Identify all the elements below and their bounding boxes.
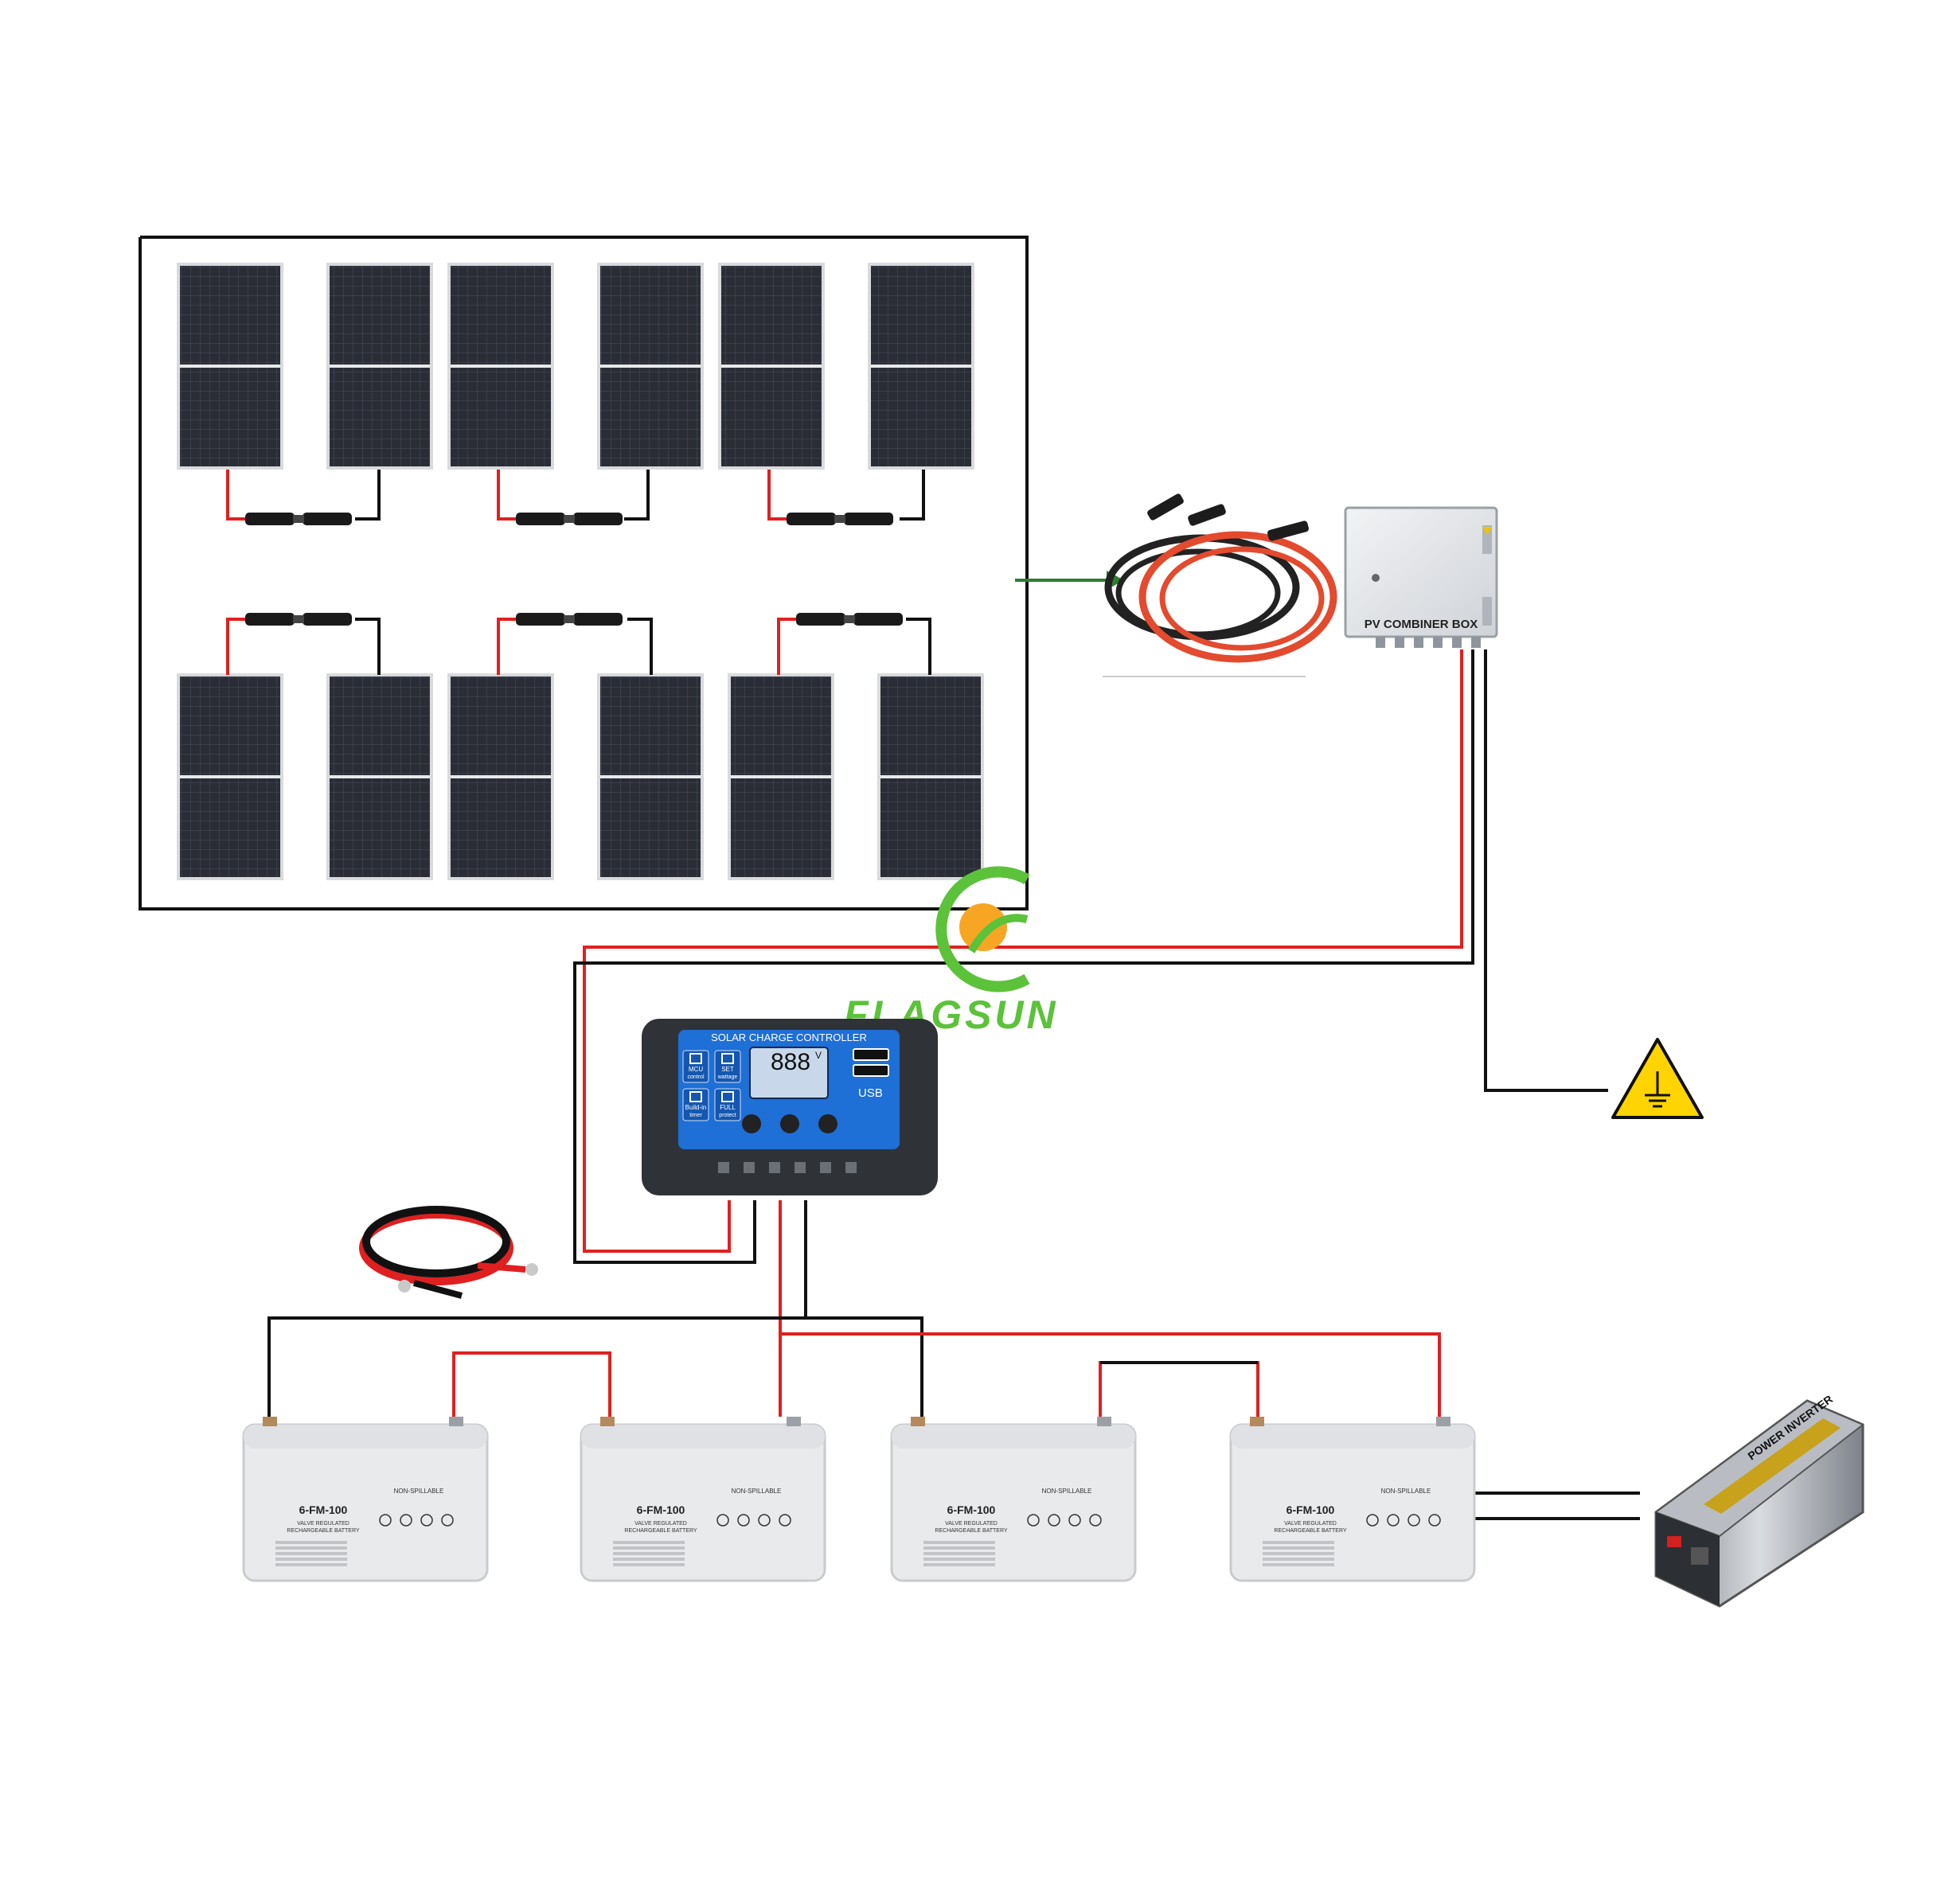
feature-label: Build-in — [685, 1104, 707, 1111]
controller-display: 888 — [771, 1049, 810, 1075]
combiner-box-label: PV COMBINER BOX — [1365, 618, 1478, 631]
usb-icon: USB — [853, 1048, 889, 1100]
controller-title: SOLAR CHARGE CONTROLLER — [711, 1031, 867, 1043]
battery-bank-wires — [267, 1200, 1640, 1520]
solar-panel — [447, 673, 554, 880]
feature-sublabel: control — [687, 1074, 704, 1080]
battery-cable-coil — [359, 1206, 538, 1299]
mc4-connector-icon — [245, 513, 352, 525]
ground-warning-icon — [1611, 1038, 1704, 1119]
solar-array-frame — [139, 236, 1029, 911]
mc4-connector-icon — [796, 613, 903, 626]
battery-tag: NON-SPILLABLE — [732, 1488, 782, 1495]
solar-panel — [177, 673, 283, 880]
battery-subtitle-2: RECHARGEABLE BATTERY — [1274, 1528, 1346, 1534]
series-link — [497, 470, 650, 525]
solar-panel — [728, 673, 834, 880]
usb-label: USB — [858, 1086, 883, 1100]
series-link — [226, 470, 381, 525]
feature-label: SET — [721, 1066, 734, 1073]
solar-panel — [868, 263, 974, 470]
battery-subtitle: VALVE REGULATED — [634, 1521, 687, 1527]
battery-subtitle-2: RECHARGEABLE BATTERY — [287, 1528, 359, 1534]
solar-panel — [877, 673, 984, 880]
mc4-connector-icon — [516, 513, 623, 525]
power-inverter: POWER INVERTER — [1654, 1392, 1864, 1608]
mc4-connector-icon — [516, 613, 623, 626]
series-link — [777, 613, 931, 675]
solar-panel — [718, 263, 825, 470]
battery-model: 6-FM-100 — [299, 1503, 348, 1516]
panel-series-wires — [226, 470, 931, 675]
solar-charge-controller: SOLAR CHARGE CONTROLLER 888 V MCUcontrol… — [642, 1019, 938, 1195]
battery-subtitle: VALVE REGULATED — [945, 1521, 998, 1527]
battery-subtitle-2: RECHARGEABLE BATTERY — [624, 1528, 697, 1534]
feature-sublabel: wattage — [717, 1074, 738, 1080]
pv-cable-coil — [1103, 493, 1337, 677]
controller-feature-icon: Build-in timer — [682, 1088, 709, 1121]
battery-subtitle: VALVE REGULATED — [1284, 1521, 1337, 1527]
controller-button-up[interactable] — [780, 1114, 799, 1133]
feature-label: MCU — [689, 1066, 703, 1073]
controller-button-menu[interactable] — [742, 1114, 761, 1133]
battery-model: 6-FM-100 — [947, 1503, 996, 1516]
solar-panels — [177, 263, 984, 880]
battery-subtitle: VALVE REGULATED — [297, 1521, 349, 1527]
solar-panel — [597, 673, 704, 880]
solar-panel — [326, 263, 433, 470]
series-link — [767, 470, 925, 525]
mc4-connector-icon — [245, 613, 352, 626]
controller-feature-icons: MCUcontrolSETwattageBuild-intimerFULLpro… — [682, 1050, 741, 1121]
mc4-connector-icon — [787, 513, 893, 525]
pv-combiner-box: PV COMBINER BOX — [1344, 506, 1498, 648]
combiner-to-controller-wires — [573, 649, 1608, 1264]
feature-label: FULL — [720, 1104, 736, 1111]
controller-feature-icon: FULL protect — [714, 1088, 741, 1121]
battery-subtitle-2: RECHARGEABLE BATTERY — [935, 1528, 1007, 1534]
feature-sublabel: protect — [719, 1113, 736, 1118]
battery-tag: NON-SPILLABLE — [394, 1488, 444, 1495]
solar-panel — [447, 263, 554, 470]
solar-panel — [597, 263, 704, 470]
flagsun-logo: FLAGSUN — [844, 866, 1056, 1037]
battery-tag: NON-SPILLABLE — [1042, 1488, 1092, 1495]
controller-display-unit: V — [815, 1050, 822, 1061]
solar-panel — [177, 263, 283, 470]
controller-button-down[interactable] — [818, 1114, 837, 1133]
feature-sublabel: timer — [689, 1113, 702, 1118]
battery-model: 6-FM-100 — [1286, 1503, 1335, 1516]
solar-panel — [326, 673, 433, 880]
series-link — [226, 613, 381, 675]
battery-model: 6-FM-100 — [637, 1503, 685, 1516]
series-link — [497, 613, 653, 675]
battery-tag: NON-SPILLABLE — [1381, 1488, 1431, 1495]
